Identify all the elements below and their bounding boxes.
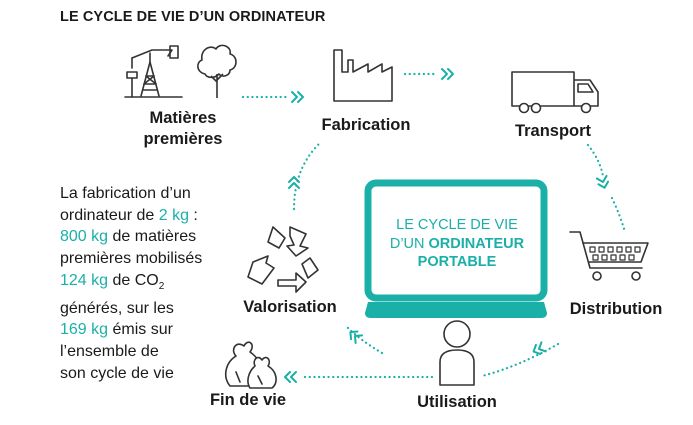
arrow-chevron: [530, 341, 547, 358]
connector-transport-to-distribution: [586, 143, 605, 178]
center-line1: LE CYCLE DE VIE: [396, 217, 518, 233]
person-icon: [439, 320, 475, 386]
stage-raw-materials-label: Matières premières: [134, 108, 232, 150]
fact4-value: 169 kg: [60, 321, 109, 339]
garbage-bags-icon: [224, 341, 277, 389]
fact4-text: émis sur: [108, 321, 173, 339]
fact2-value: 800 kg: [60, 228, 109, 246]
factory-icon: [333, 49, 393, 102]
stage-transport-label: Transport: [514, 122, 592, 140]
connector-endoflife-to-recovery: [345, 325, 384, 355]
truck-icon: [511, 71, 599, 114]
fact1-text: ordinateur de: [60, 206, 159, 224]
fact1-line2: ordinateur de 2 kg :: [60, 205, 260, 227]
fact1-line1: La fabrication d’un: [60, 185, 191, 202]
recycle-icon: [247, 226, 319, 293]
connector-recovery-to-fabrication: [292, 141, 322, 211]
stage-distribution-label: Distribution: [569, 300, 663, 318]
fact3-subscript: 2: [158, 281, 165, 292]
fact1-value: 2 kg: [158, 206, 189, 224]
page-title: LE CYCLE DE VIE D’UN ORDINATEUR: [60, 9, 326, 25]
center-line2-prefix: D’UN: [389, 235, 429, 252]
center-line2-bold: ORDINATEUR: [428, 235, 525, 252]
stage-end-of-life-label: Fin de vie: [209, 391, 287, 409]
arrow-chevron: [595, 174, 611, 191]
stage-fabrication-label: Fabrication: [321, 116, 411, 134]
tree-icon: [197, 44, 237, 98]
shopping-cart-icon: [569, 231, 649, 281]
fact3-value: 124 kg: [60, 271, 109, 289]
laptop-screen-text: LE CYCLE DE VIE D’UN ORDINATEUR PORTABLE: [375, 216, 539, 272]
facts-panel: La fabrication d’un ordinateur de 2 kg :…: [60, 183, 260, 385]
center-line2: D’UN ORDINATEUR: [375, 235, 539, 254]
stage-raw-materials-line1: Matières: [149, 109, 217, 127]
fact2-text: de matières: [108, 228, 197, 246]
arrow-chevron: [291, 91, 304, 103]
fact4-line3: son cycle de vie: [60, 364, 174, 382]
stage-recovery-label: Valorisation: [243, 298, 337, 316]
fact4-line1: 169 kg émis sur: [60, 319, 260, 341]
fact2-line1: 800 kg de matières: [60, 226, 260, 248]
arrow-chevron: [288, 176, 300, 189]
fact4-line2: l’ensemble de: [60, 343, 159, 361]
fact1-suffix: :: [188, 206, 198, 224]
fact3-line1: 124 kg de CO2: [60, 270, 260, 298]
arrow-chevron: [441, 68, 454, 80]
fact3-text: de CO: [108, 271, 159, 289]
center-line3: PORTABLE: [417, 254, 497, 270]
stage-use-label: Utilisation: [417, 393, 497, 411]
oil-derrick-icon: [124, 45, 183, 98]
fact2-line2: premières mobilisés: [60, 250, 203, 268]
fact3-line2: générés, sur les: [60, 299, 174, 317]
stage-raw-materials-line2: premières: [143, 130, 223, 148]
connector-distribution-to-use: [480, 342, 560, 378]
arrow-chevron: [284, 371, 297, 383]
connector-distribution-to-cart: [610, 196, 627, 234]
arrow-chevron: [346, 327, 364, 345]
laptop-icon: [364, 179, 548, 318]
